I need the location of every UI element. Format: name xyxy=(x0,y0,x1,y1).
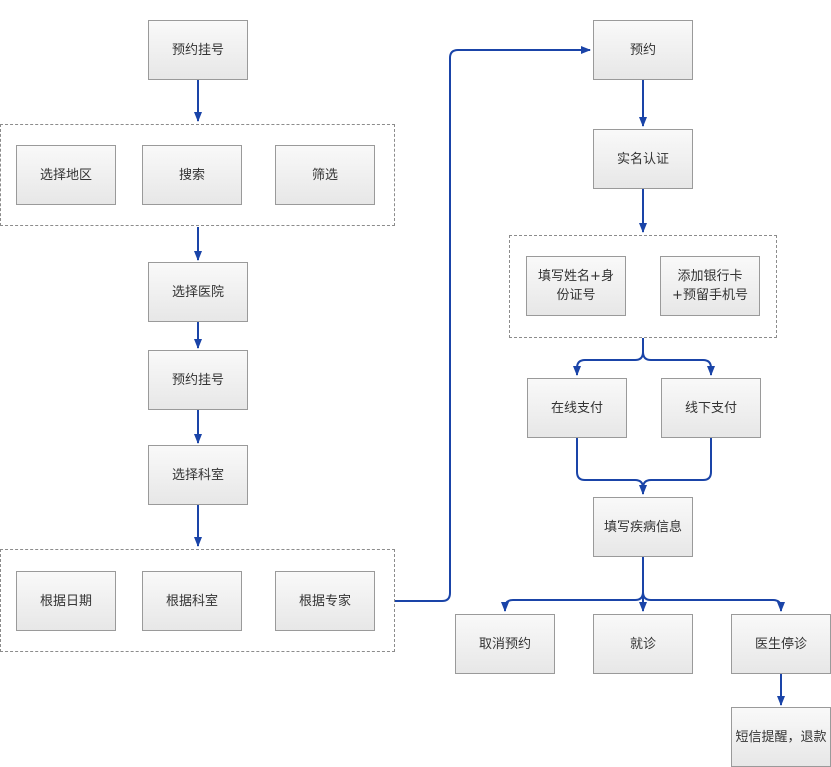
edge-verify-group-split xyxy=(573,338,644,376)
browse-options-group xyxy=(0,549,395,652)
node-by-expert: 根据专家 xyxy=(275,571,375,631)
edge-pay-merge-right xyxy=(642,438,712,489)
node-doctor-suspension: 医生停诊 xyxy=(731,614,831,674)
edge-verify-group-split-right xyxy=(642,351,715,376)
edge-disease-to-cancel xyxy=(501,557,644,612)
edge-pay-merge xyxy=(576,438,647,495)
node-by-date: 根据日期 xyxy=(16,571,116,631)
node-cancel-booking: 取消预约 xyxy=(455,614,555,674)
node-reserve: 预约 xyxy=(593,20,693,80)
node-add-bank-card: 添加银行卡+预留手机号 xyxy=(660,256,760,316)
node-sms-refund: 短信提醒，退款 xyxy=(731,707,831,767)
node-offline-pay: 线下支付 xyxy=(661,378,761,438)
node-search: 搜索 xyxy=(142,145,242,205)
edge-lines xyxy=(194,46,785,706)
node-select-department: 选择科室 xyxy=(148,445,248,505)
node-real-name-auth: 实名认证 xyxy=(593,129,693,189)
node-select-region: 选择地区 xyxy=(16,145,116,205)
node-by-department: 根据科室 xyxy=(142,571,242,631)
edge-disease-to-suspension xyxy=(642,591,785,612)
node-book-appointment-top: 预约挂号 xyxy=(148,20,248,80)
filter-options-group xyxy=(0,124,395,226)
edge-browse-group-to-reserve xyxy=(395,46,591,602)
node-select-hospital: 选择医院 xyxy=(148,262,248,322)
node-filter: 筛选 xyxy=(275,145,375,205)
verification-info-group xyxy=(509,235,777,338)
node-fill-disease-info: 填写疾病信息 xyxy=(593,497,693,557)
node-book-appointment: 预约挂号 xyxy=(148,350,248,410)
node-fill-name-id: 填写姓名+身份证号 xyxy=(526,256,626,316)
node-online-pay: 在线支付 xyxy=(527,378,627,438)
node-visit: 就诊 xyxy=(593,614,693,674)
